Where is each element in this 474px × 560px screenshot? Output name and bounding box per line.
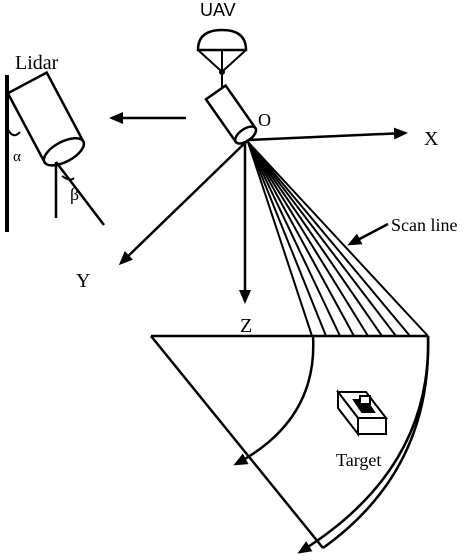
lidar-label: Lidar <box>15 52 59 74</box>
scan-line <box>247 141 383 337</box>
alpha-label: α <box>13 149 21 165</box>
lidar-detail-icon <box>6 70 86 167</box>
uav-strut-right <box>223 49 247 71</box>
y-axis-label: Y <box>76 270 90 292</box>
target-icon <box>335 389 389 437</box>
x-axis-label: X <box>424 128 439 150</box>
beta-angle-arc <box>61 175 75 181</box>
y-axis-arrow <box>118 139 249 266</box>
uav-hub <box>219 69 225 75</box>
lidar-unit-small-icon <box>204 83 258 145</box>
scan-line <box>247 141 369 337</box>
scan-line <box>247 141 341 337</box>
target-label: Target <box>336 450 381 470</box>
scan-line <box>247 141 327 337</box>
x-axis-arrow <box>247 127 408 142</box>
scan-line <box>247 141 397 337</box>
beta-label: β <box>70 184 79 204</box>
alpha-angle-arc <box>6 127 21 137</box>
lidar-beam-line <box>55 161 105 226</box>
scan-line <box>247 141 313 337</box>
ground-plane-right-curve <box>322 335 430 550</box>
scan-line <box>247 141 355 337</box>
ground-plane-left-edge <box>150 335 324 549</box>
scan-lines-fan <box>247 141 429 337</box>
lidar-detail <box>5 70 105 232</box>
scan-line-pointer-arrow <box>347 222 389 246</box>
scan-sweep-arrow-outer <box>297 335 430 554</box>
z-axis-label: Z <box>240 315 252 337</box>
uav-icon <box>196 28 248 88</box>
origin-label: O <box>258 110 271 130</box>
uav-canopy <box>196 28 248 52</box>
scan-sweep-arrow-inner <box>233 335 315 466</box>
ground-plane <box>150 334 430 554</box>
scan-line-label: Scan line <box>391 215 457 235</box>
uav-label: UAV <box>200 0 236 20</box>
scan-line <box>247 141 411 337</box>
scan-line <box>247 141 429 337</box>
uav-strut-left <box>197 49 221 71</box>
